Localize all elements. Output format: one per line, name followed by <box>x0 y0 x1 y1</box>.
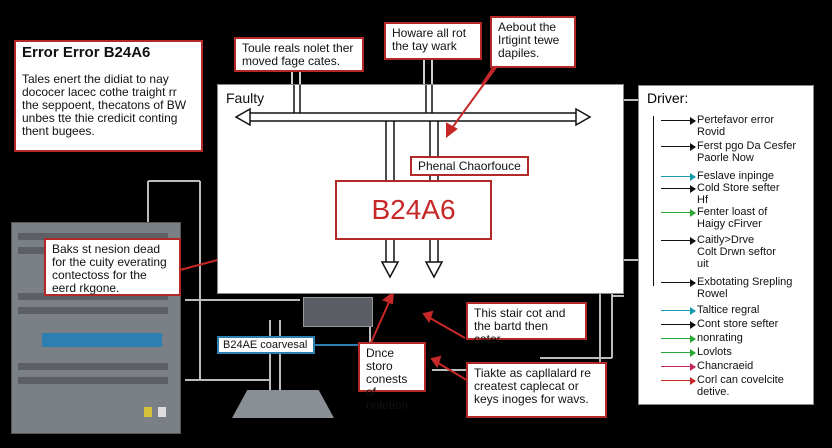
callout-bottom-right: This stair cot and the bartd then cater. <box>466 302 587 346</box>
driver-arrow-icon <box>661 173 696 181</box>
driver-arrow-icon <box>661 237 696 245</box>
driver-arrow-icon <box>661 279 696 287</box>
callout-top-right: Aebout the Irtigint tewe dapiles. <box>490 16 576 68</box>
driver-list-item: Ferst pgo Da Cesfer Paorle Now <box>697 140 797 164</box>
callout-bottom-right-2: Tiakte as capllalard re createst capleca… <box>466 362 607 418</box>
driver-arrow-icon <box>661 143 696 151</box>
callout-bottom-center: Dnce storo conests of noletion. <box>358 342 426 412</box>
faulty-label: Faulty <box>226 90 265 106</box>
driver-arrow-icon <box>661 335 696 343</box>
callout-top-center: Howare all rot the tay wark <box>384 22 482 60</box>
driver-list-item: Cont store sefter <box>697 318 779 330</box>
driver-list-item: nonrating <box>697 332 743 344</box>
callout-mid-left: Baks st nesion dead for the cuity everat… <box>44 238 181 296</box>
driver-list-item: Corl can covelcite detive. <box>697 374 784 398</box>
error-code-box: B24A6 <box>335 180 492 240</box>
driver-list-item: Taltice regral <box>697 304 760 316</box>
server-display-strip <box>42 333 162 347</box>
driver-arrow-icon <box>661 377 696 385</box>
driver-trunk-line <box>653 116 654 286</box>
driver-arrow-icon <box>661 321 696 329</box>
driver-list-item: Pertefavor error Rovid <box>697 114 775 138</box>
driver-list-item: Exbotating Srepling Rowel <box>697 276 793 300</box>
error-description: Tales enert the didiat to nay dococer la… <box>22 72 187 138</box>
driver-list-item: Lovlots <box>697 346 732 358</box>
error-title: Error Error B24A6 <box>22 44 151 61</box>
error-title-box: Error Error B24A6 Tales enert the didiat… <box>14 40 203 152</box>
driver-list-item: Feslave inpinge <box>697 170 775 182</box>
driver-arrow-icon <box>661 363 696 371</box>
driver-list-item: Cold Store sefter Hf <box>697 182 780 206</box>
driver-list-item: Chancraeid <box>697 360 754 372</box>
driver-arrow-icon <box>661 307 696 315</box>
phenal-label: Phenal Chaorfouce <box>410 156 529 176</box>
driver-list-item: Caitly>Drve Colt Drwn seftor uit <box>697 234 776 270</box>
driver-arrow-icon <box>661 117 696 125</box>
driver-arrow-icon <box>661 349 696 357</box>
monitor-stand-icon <box>232 390 334 418</box>
driver-arrow-icon <box>661 209 696 217</box>
callout-top-left: Toule reals nolet ther moved fage cates. <box>234 37 364 72</box>
bus-label: B24AE coarvesal <box>217 336 315 354</box>
driver-arrow-icon <box>661 185 696 193</box>
network-device-icon <box>303 297 373 327</box>
driver-label: Driver: <box>647 90 689 106</box>
driver-list-item: Fenter loast of Haigy cFirver <box>697 206 768 230</box>
server-tower-icon <box>11 222 181 434</box>
